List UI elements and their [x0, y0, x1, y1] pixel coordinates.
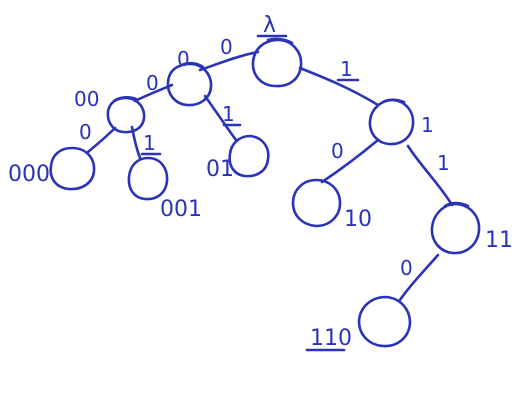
node-label-01: 01 — [206, 157, 234, 182]
edge-11-to-110 — [398, 253, 440, 302]
edge-label-n0-left: 0 — [177, 47, 190, 71]
edge-label-n0-left-alt: 0 — [146, 71, 159, 95]
node-label-10: 10 — [344, 207, 372, 232]
edge-0-to-01 — [203, 94, 238, 142]
edge-1-to-11 — [406, 144, 454, 207]
node-0 — [166, 61, 213, 107]
node-label-001: 001 — [160, 197, 202, 222]
node-00 — [106, 95, 146, 134]
tree-edges — [86, 50, 454, 302]
node-label-000: 000 — [8, 162, 50, 187]
edge-label-n1-right-alt: 1 — [437, 151, 450, 175]
node-110 — [357, 295, 412, 348]
edge-label-root-left: 0 — [220, 35, 233, 59]
tree-labels: λ 0 0 0 00 1 0 1 1 1 0 1 0 000 001 01 10… — [8, 13, 513, 352]
edge-label-n11-left: 0 — [400, 256, 413, 280]
edge-label-n00-left: 0 — [79, 120, 92, 144]
root-label: λ — [263, 13, 276, 38]
node-11 — [430, 201, 481, 255]
node-label-11: 11 — [485, 228, 513, 253]
edge-label-n1-right: 1 — [421, 113, 434, 137]
edge-label-root-right: 1 — [340, 57, 353, 81]
node-01 — [228, 134, 270, 178]
node-root — [251, 37, 303, 88]
node-000 — [49, 146, 96, 191]
edge-root-to-1 — [298, 66, 380, 107]
edge-00-to-001 — [130, 125, 142, 160]
node-label-00: 00 — [74, 87, 99, 111]
edge-label-n1-left: 0 — [331, 139, 344, 163]
edge-label-n0-right: 1 — [222, 102, 235, 126]
node-1 — [368, 98, 415, 146]
edge-1-to-10 — [320, 138, 380, 184]
edge-00-to-000 — [86, 126, 117, 154]
node-001 — [127, 156, 169, 201]
node-10 — [291, 178, 342, 228]
node-label-110: 110 — [310, 326, 352, 351]
tree-nodes — [49, 37, 481, 348]
edge-label-n00-right: 1 — [143, 131, 156, 155]
